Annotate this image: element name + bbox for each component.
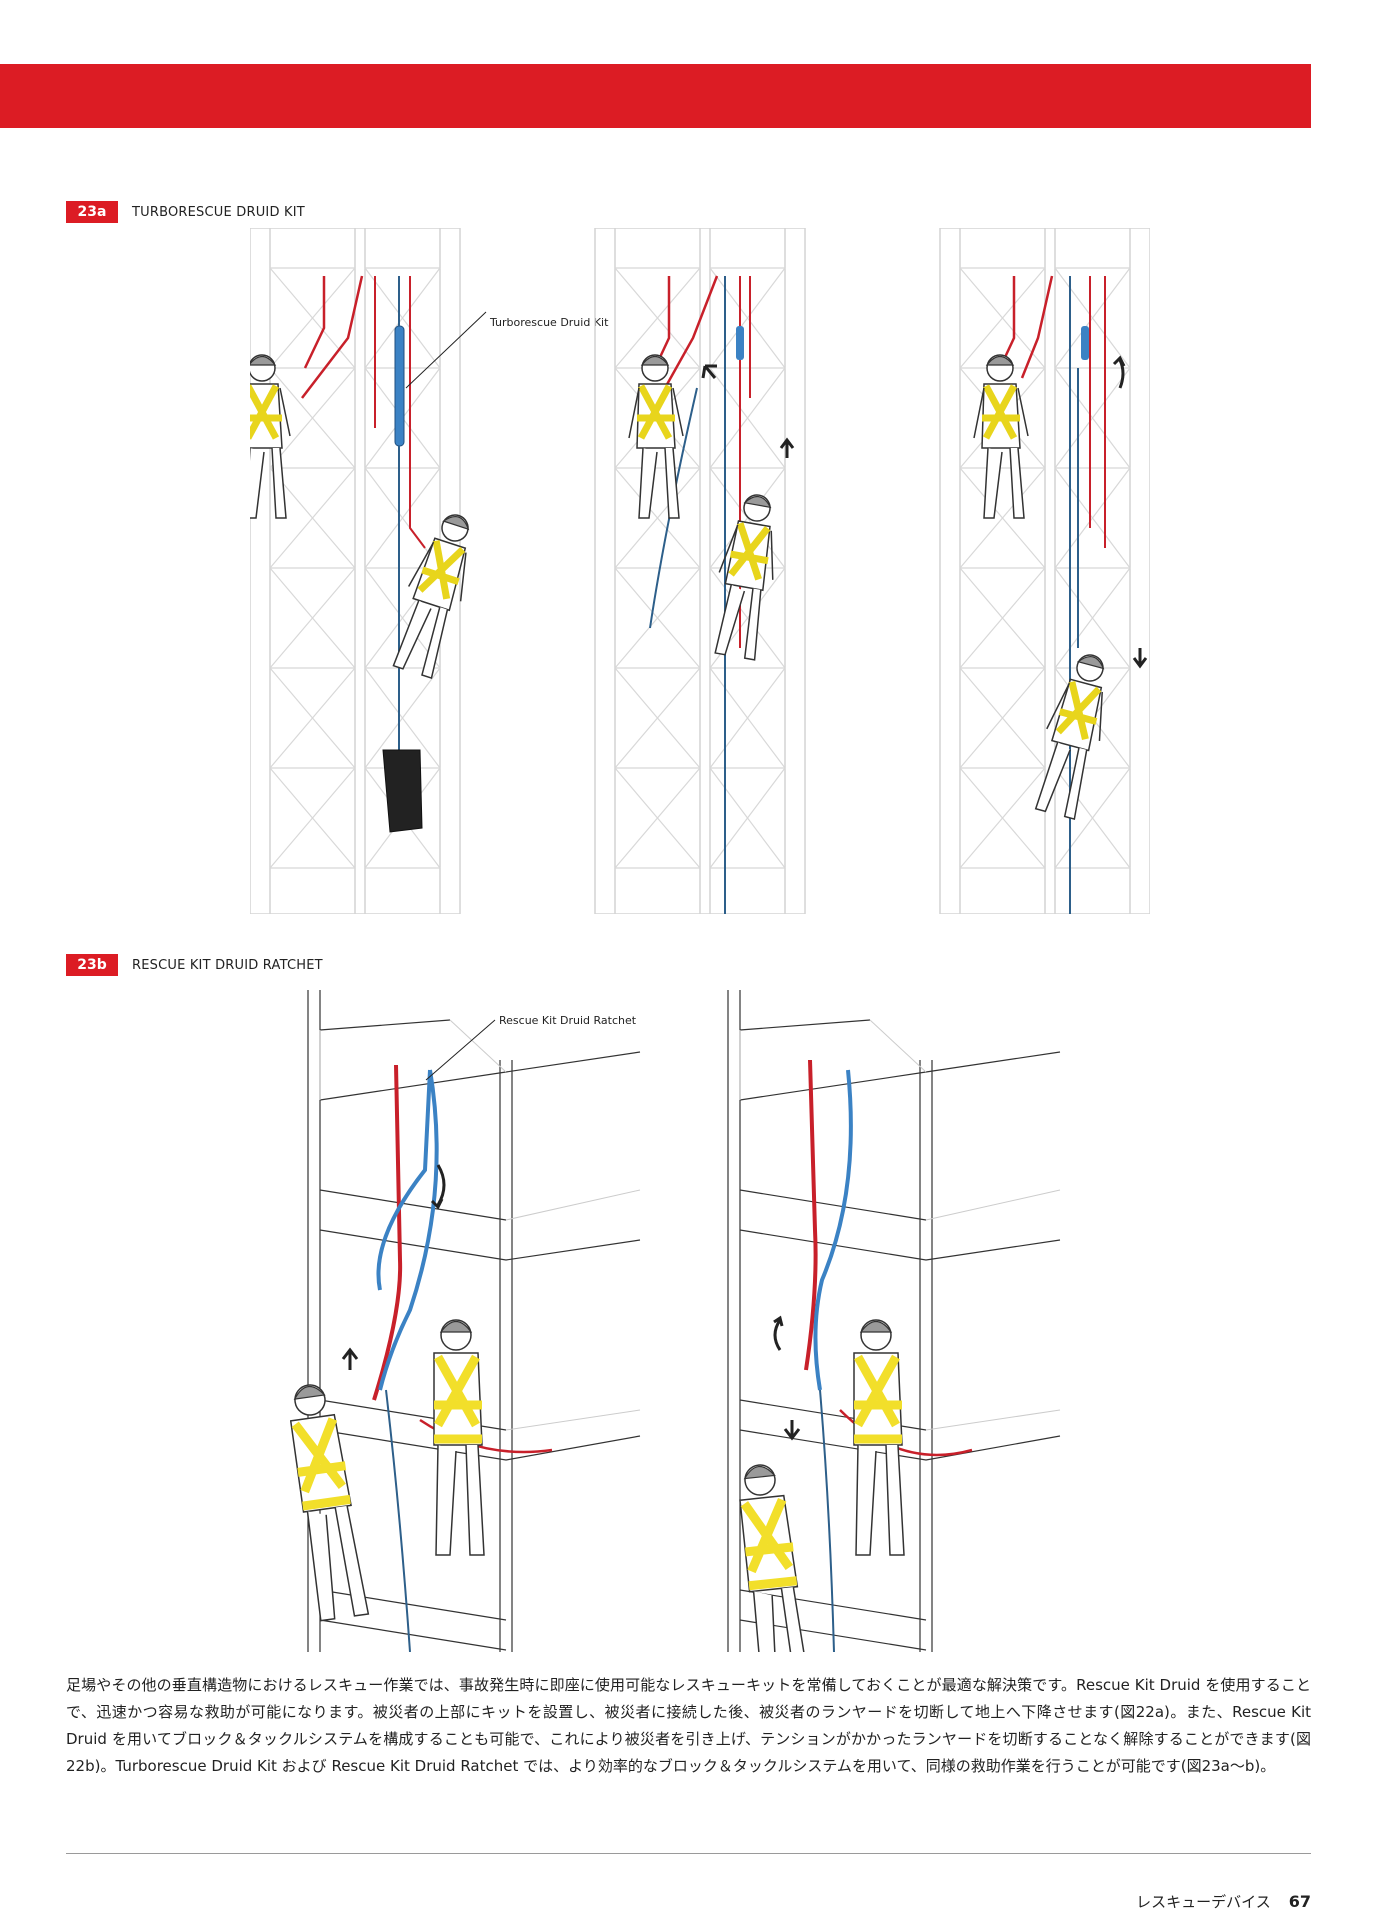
callout-turborescue: Turborescue Druid Kit	[489, 316, 609, 329]
panel-4: Rescue Kit Druid Ratchet	[290, 990, 641, 1652]
panel-1: Turborescue Druid Kit	[250, 228, 609, 914]
figure-tag-23a: 23a	[66, 201, 118, 223]
figure-23b-illustration: Rescue Kit Druid Ratchet	[290, 990, 1061, 1652]
panel-3	[939, 228, 1150, 914]
section-label-23b: 23b RESCUE KIT DRUID RATCHET	[66, 954, 323, 976]
figure-title-23a: TURBORESCUE DRUID KIT	[132, 204, 305, 220]
page-number: 67	[1288, 1892, 1311, 1911]
figure-23a-illustration: Turborescue Druid Kit	[250, 228, 1150, 914]
footer-rule	[66, 1853, 1311, 1854]
footer-section-title: レスキューデバイス	[1136, 1893, 1271, 1911]
body-paragraph: 足場やその他の垂直構造物におけるレスキュー作業では、事故発生時に即座に使用可能な…	[66, 1676, 1311, 1775]
figure-title-23b: RESCUE KIT DRUID RATCHET	[132, 957, 323, 973]
section-label-23a: 23a TURBORESCUE DRUID KIT	[66, 201, 305, 223]
figure-tag-23b: 23b	[66, 954, 118, 976]
callout-ratchet: Rescue Kit Druid Ratchet	[499, 1014, 637, 1027]
panel-2	[594, 228, 806, 914]
page-footer: レスキューデバイス 67	[1136, 1891, 1311, 1912]
header-red-bar	[0, 64, 1311, 128]
panel-5	[727, 990, 1061, 1652]
